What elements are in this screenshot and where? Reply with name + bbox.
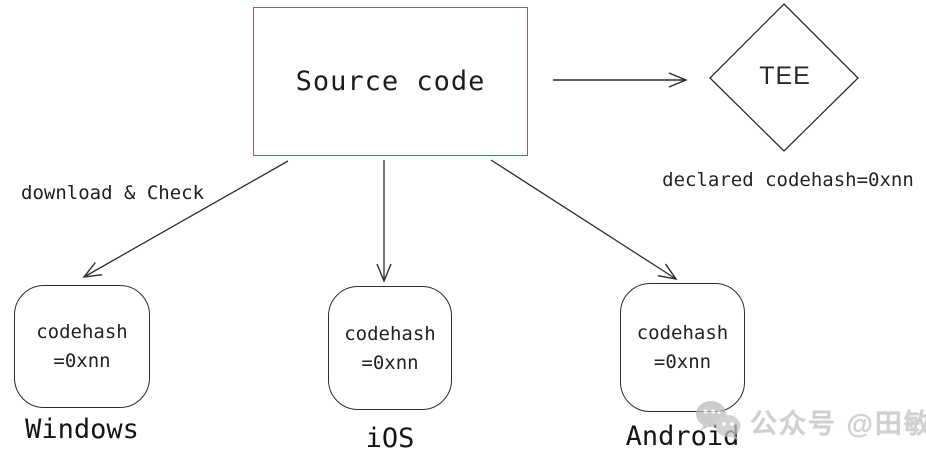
codehash-box-windows: codehash =0xnn bbox=[14, 285, 150, 408]
arrow-source-to-windows bbox=[82, 160, 289, 278]
tee-label: TEE bbox=[759, 62, 811, 90]
codehash-line1: codehash bbox=[344, 322, 436, 345]
source-code-label: Source code bbox=[295, 66, 486, 97]
platform-label-windows: Windows bbox=[25, 414, 139, 445]
wechat-icon bbox=[696, 401, 741, 441]
platform-label-ios: iOS bbox=[365, 423, 415, 454]
codehash-box-android: codehash =0xnn bbox=[620, 283, 745, 412]
codehash-line2: =0xnn bbox=[653, 351, 712, 373]
codehash-line1: codehash bbox=[36, 321, 128, 343]
watermark: 公众号 @田敏 bbox=[692, 399, 926, 443]
codehash-line1: codehash bbox=[636, 322, 729, 344]
tee-declared-codehash-caption: declared codehash=0xnn bbox=[662, 169, 914, 191]
codehash-box-ios: codehash =0xnn bbox=[328, 286, 452, 410]
codehash-line2: =0xnn bbox=[53, 350, 111, 372]
watermark-text: 公众号 @田敏 bbox=[750, 408, 926, 439]
codehash-line2: =0xnn bbox=[361, 351, 419, 374]
arrow-source-to-android bbox=[490, 159, 678, 280]
download-and-check-edge-label: download & Check bbox=[21, 182, 205, 204]
source-code-box: Source code bbox=[253, 7, 528, 156]
